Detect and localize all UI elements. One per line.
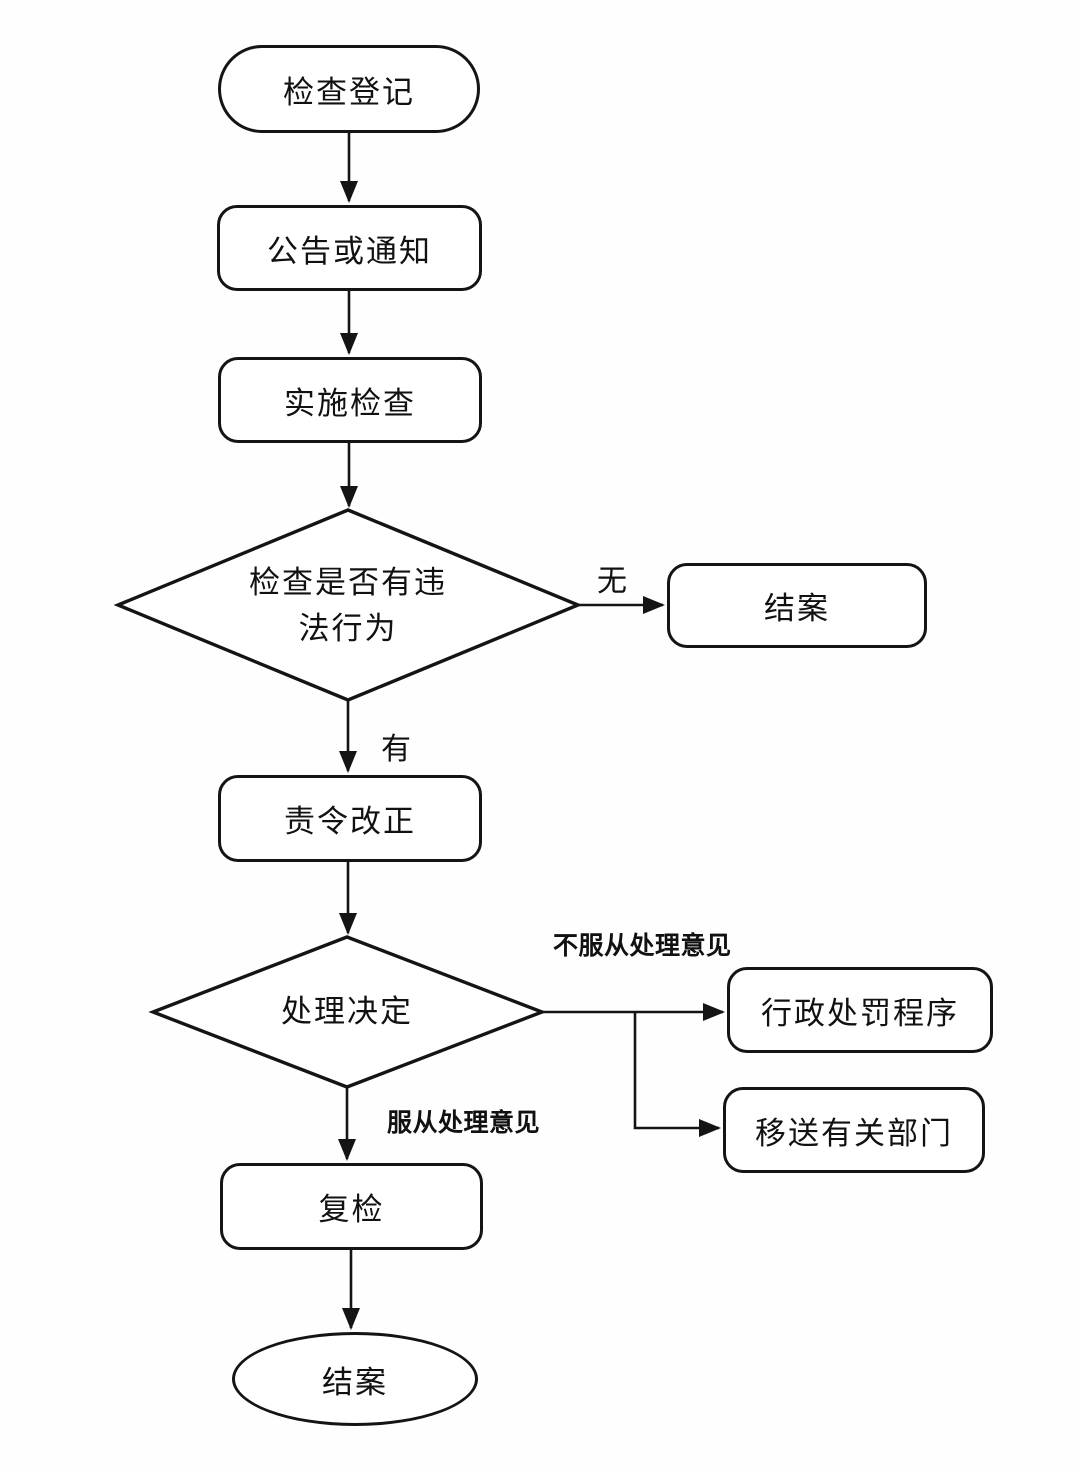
- edge-label-obey: 服从处理意见: [387, 1110, 541, 1137]
- handling-decision-line: 处理决定: [281, 994, 413, 1029]
- node-order-correction: 责令改正: [218, 775, 482, 862]
- node-close-case-final-label: 结案: [322, 1364, 388, 1400]
- node-announce-notice: 公告或通知: [217, 205, 482, 291]
- violation-check-line1: 检查是否有违: [249, 565, 447, 600]
- node-admin-penalty-procedure: 行政处罚程序: [727, 967, 993, 1053]
- node-recheck: 复检: [220, 1163, 483, 1250]
- node-transfer-departments: 移送有关部门: [723, 1087, 985, 1173]
- node-close-case: 结案: [667, 563, 927, 648]
- node-violation-check-label: 检查是否有违 法行为: [188, 558, 508, 654]
- node-recheck-label: 复检: [318, 1192, 385, 1227]
- node-order-correction-label: 责令改正: [284, 804, 416, 839]
- node-conduct-inspection-label: 实施检查: [284, 385, 416, 421]
- node-close-case-final: 结案: [232, 1332, 478, 1426]
- node-admin-penalty-label: 行政处罚程序: [761, 995, 959, 1031]
- node-handling-decision-label: 处理决定: [247, 988, 447, 1036]
- arrow-handling-decision-to-transfer: [633, 1012, 721, 1137]
- node-announce-notice-label: 公告或通知: [267, 233, 432, 269]
- node-transfer-departments-label: 移送有关部门: [755, 1115, 953, 1151]
- violation-check-line2: 法行为: [298, 611, 398, 646]
- edge-label-yes: 有: [381, 733, 412, 766]
- node-conduct-inspection: 实施检查: [218, 357, 482, 443]
- handling-decision-diamond: [148, 935, 547, 1089]
- node-close-case-label: 结案: [764, 591, 830, 626]
- edge-label-disobey: 不服从处理意见: [553, 933, 732, 960]
- node-start-terminator: 检查登记: [218, 45, 480, 133]
- edge-label-no: 无: [597, 565, 628, 598]
- node-start-label: 检查登记: [283, 74, 415, 110]
- violation-check-diamond: [113, 508, 583, 702]
